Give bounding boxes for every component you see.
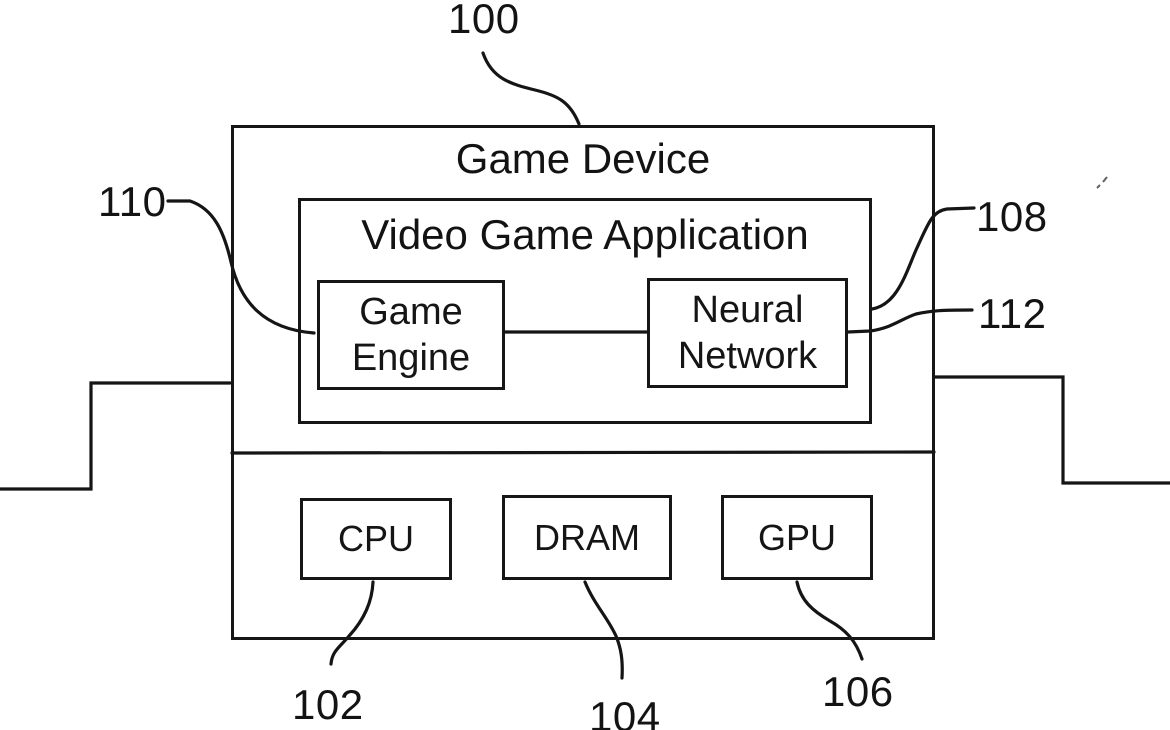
game-device-box xyxy=(231,125,935,640)
ref-102-label: 102 xyxy=(292,681,364,728)
ref-110-label: 110 xyxy=(98,178,167,225)
leader-line-108 xyxy=(870,206,976,311)
game-device-label: Game Device xyxy=(455,135,711,182)
external-wire-left xyxy=(0,381,232,491)
scan-artifact-speck xyxy=(1096,176,1108,189)
ref-106-label: 106 xyxy=(822,668,894,715)
neural-network-label: Neural Network xyxy=(677,289,818,377)
neural-network-box: Neural Network xyxy=(647,278,848,388)
ref-112-label: 112 xyxy=(978,290,1047,337)
leader-line-106 xyxy=(795,580,864,661)
dram-label: DRAM xyxy=(534,516,640,558)
cpu-box: CPU xyxy=(300,498,452,580)
ref-104-label: 104 xyxy=(589,693,661,730)
gpu-label: GPU xyxy=(757,516,836,558)
ref-108-label: 108 xyxy=(976,193,1048,240)
video-game-application-box xyxy=(298,198,872,424)
external-wire-right xyxy=(933,375,1170,485)
leader-line-104 xyxy=(583,580,624,680)
leader-line-112 xyxy=(846,308,974,334)
game-engine-box: Game Engine xyxy=(317,280,505,390)
hardware-compartment-divider xyxy=(230,450,936,455)
game-engine-label: Game Engine xyxy=(351,291,471,379)
cpu-label: CPU xyxy=(337,518,414,559)
gpu-box: GPU xyxy=(721,495,873,580)
dram-box: DRAM xyxy=(502,495,672,580)
leader-line-100 xyxy=(481,51,581,126)
leader-line-102 xyxy=(329,580,375,666)
ref-100-label: 100 xyxy=(448,0,520,42)
video-game-application-label: Video Game Application xyxy=(361,211,809,258)
